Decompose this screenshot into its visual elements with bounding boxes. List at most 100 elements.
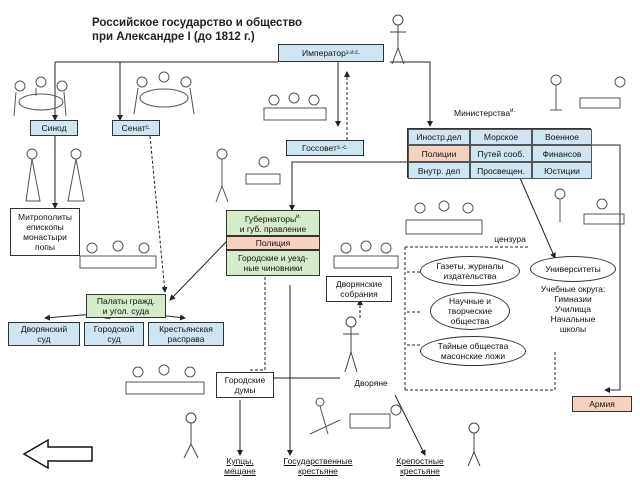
merchants-line-1: Купцы, — [226, 456, 254, 466]
senat-box[interactable]: Сенат с. — [112, 120, 160, 136]
ministries-sup: и. — [510, 108, 516, 114]
ministry-cell-education[interactable]: Просвещен. — [470, 162, 532, 179]
police-box[interactable]: Полиция — [226, 236, 320, 250]
scientific-line-1: Научные и — [448, 296, 492, 306]
gossovet-label: Госсовет — [302, 143, 337, 153]
merchants-label: Купцы, мещане — [210, 456, 270, 476]
districts-line-5: школы — [559, 324, 587, 334]
noble-assemblies-box[interactable]: Дворянские собрания — [326, 276, 392, 302]
city-court-line-1: Городской — [93, 324, 135, 334]
districts-line-4: Начальные — [550, 314, 596, 324]
city-court-line-2: суд — [107, 334, 121, 344]
clergy-box[interactable]: Митрополиты епископы монастыри попы — [10, 208, 80, 256]
council-illustration-senat — [124, 68, 202, 118]
peasant-court-line-2: расправа — [167, 334, 205, 344]
clergy-line-2: епископы — [26, 222, 64, 232]
governors-box[interactable]: Губернаторыи. и губ. правление — [226, 210, 320, 236]
clergy-figures — [16, 146, 96, 204]
ministries-label: Министерстваи. — [454, 107, 516, 118]
noble-court-box[interactable]: Дворянский суд — [8, 322, 80, 346]
clergy-line-4: попы — [34, 242, 56, 252]
sinod-label: Синод — [41, 123, 67, 133]
gossovet-box[interactable]: Госсовет з.-с. — [286, 140, 364, 156]
clergy-line-1: Митрополиты — [17, 212, 73, 222]
serf-figure — [462, 422, 486, 468]
city-officials-line-1: Городские и уезд- — [237, 253, 309, 263]
university-figures — [540, 184, 632, 240]
title-line-2: при Александре I (до 1812 г.) — [92, 31, 255, 43]
secret-line-2: масонские ложи — [440, 351, 506, 361]
ministry-cell-police[interactable]: Полиции — [408, 145, 470, 162]
governors-line-2: и губ. правление — [239, 223, 307, 234]
police-label: Полиция — [255, 238, 291, 248]
merchant-figure — [178, 412, 204, 460]
universities-ellipse[interactable]: Университеты — [530, 256, 616, 282]
city-officials-box[interactable]: Городские и уезд- ные чиновники — [226, 250, 320, 276]
emperor-figure — [386, 14, 410, 66]
chambers-line-2: и угол. суда — [102, 306, 150, 316]
city-dumas-box[interactable]: Городские думы — [216, 372, 274, 398]
districts-line-1: Учебные округа: — [540, 284, 606, 294]
districts-line-2: Гимназии — [554, 294, 592, 304]
noble-court-line-1: Дворянский — [20, 324, 68, 334]
plough-illustration — [300, 394, 410, 440]
governors-line-1: Губернаторы — [244, 213, 297, 224]
secret-line-1: Тайные общества — [437, 341, 509, 351]
senat-sup: с. — [145, 125, 151, 131]
city-officials-line-2: ные чиновники — [243, 263, 303, 273]
serfs-label: Крепостные крестьяне — [380, 456, 460, 476]
scientific-line-3: общества — [450, 316, 490, 326]
ministry-cell-justice[interactable]: Юстиции — [532, 162, 592, 179]
council-illustration-gossovet — [254, 86, 336, 132]
peasant-court-line-1: Крестьянская — [159, 324, 213, 334]
emperor-label: Император — [302, 48, 346, 58]
secret-societies-ellipse[interactable]: Тайные общества масонские ложи — [420, 336, 526, 366]
serfs-line-1: Крепостные — [396, 456, 444, 466]
ministry-cell-interior[interactable]: Внутр. дел — [408, 162, 470, 179]
ministry-cell-finance[interactable]: Финансов — [532, 145, 592, 162]
left-arrow-icon[interactable] — [22, 438, 93, 470]
city-dumas-line-2: думы — [234, 385, 256, 395]
serfs-line-2: крестьяне — [400, 466, 440, 476]
clergy-line-3: монастыри — [23, 232, 67, 242]
chambers-box[interactable]: Палаты гражд. и угол. суда — [86, 294, 166, 318]
governor-figures — [208, 146, 288, 206]
ministry-cell-war[interactable]: Военное — [532, 129, 592, 145]
chamber-figures — [76, 238, 160, 274]
scientific-ellipse[interactable]: Научные и творческие общества — [430, 292, 510, 330]
ministries-table: Иностр.дел Морское Военное Полиции Путей… — [407, 128, 592, 179]
state-peasants-label: Государственные крестьяне — [270, 456, 366, 476]
council-illustration-sinod — [6, 72, 76, 118]
assembly-figures — [330, 238, 402, 274]
senat-label: Сенат — [121, 123, 146, 133]
emperor-sup: з.и.с. — [345, 50, 360, 56]
gossovet-sup: з.-с. — [336, 145, 348, 151]
noble-court-line-2: суд — [37, 334, 51, 344]
city-court-box[interactable]: Городской суд — [84, 322, 144, 346]
censorship-label: цензура — [494, 234, 526, 244]
city-dumas-line-1: Городские — [224, 375, 266, 385]
diagram-title: Российское государство и общество при Ал… — [92, 16, 322, 44]
press-line-2: издательства — [443, 271, 497, 281]
press-line-1: Газеты, журналы — [436, 261, 504, 271]
duma-figures — [118, 360, 212, 404]
emperor-box[interactable]: Император з.и.с. — [278, 44, 384, 62]
noble-figure — [338, 316, 364, 374]
army-box[interactable]: Армия — [572, 396, 632, 412]
ministry-cell-foreign[interactable]: Иностр.дел — [408, 129, 470, 145]
chambers-line-1: Палаты гражд. — [96, 296, 156, 306]
education-districts: Учебные округа: Гимназии Училища Начальн… — [528, 284, 618, 334]
noble-assemblies-line-1: Дворянские — [335, 279, 383, 289]
press-ellipse[interactable]: Газеты, журналы издательства — [420, 256, 520, 286]
sinod-box[interactable]: Синод — [30, 120, 78, 136]
ministry-cell-navy[interactable]: Морское — [470, 129, 532, 145]
peasant-court-box[interactable]: Крестьянская расправа — [148, 322, 224, 346]
scientific-line-2: творческие — [447, 306, 493, 316]
ministry-cell-communications[interactable]: Путей сооб. — [470, 145, 532, 162]
state-peasants-line-1: Государственные — [283, 456, 353, 466]
army-label: Армия — [589, 399, 615, 409]
nobles-label: Дворяне — [354, 378, 388, 388]
state-peasants-line-2: крестьяне — [298, 466, 338, 476]
noble-assemblies-line-2: собрания — [340, 289, 378, 299]
